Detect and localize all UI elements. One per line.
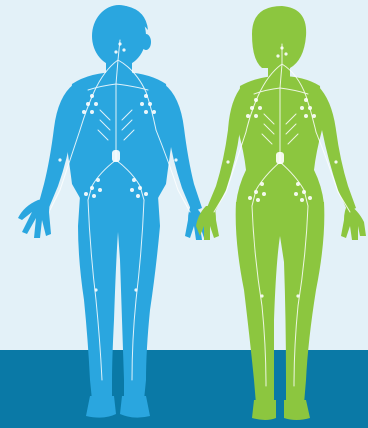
female-head bbox=[258, 12, 302, 68]
female-right-foot bbox=[284, 400, 310, 420]
male-ear bbox=[141, 34, 151, 50]
male-left-foot bbox=[86, 396, 116, 418]
male-right-foot bbox=[120, 396, 150, 418]
floor-band bbox=[0, 350, 368, 428]
female-left-foot bbox=[252, 400, 276, 420]
male-torso bbox=[66, 72, 172, 198]
